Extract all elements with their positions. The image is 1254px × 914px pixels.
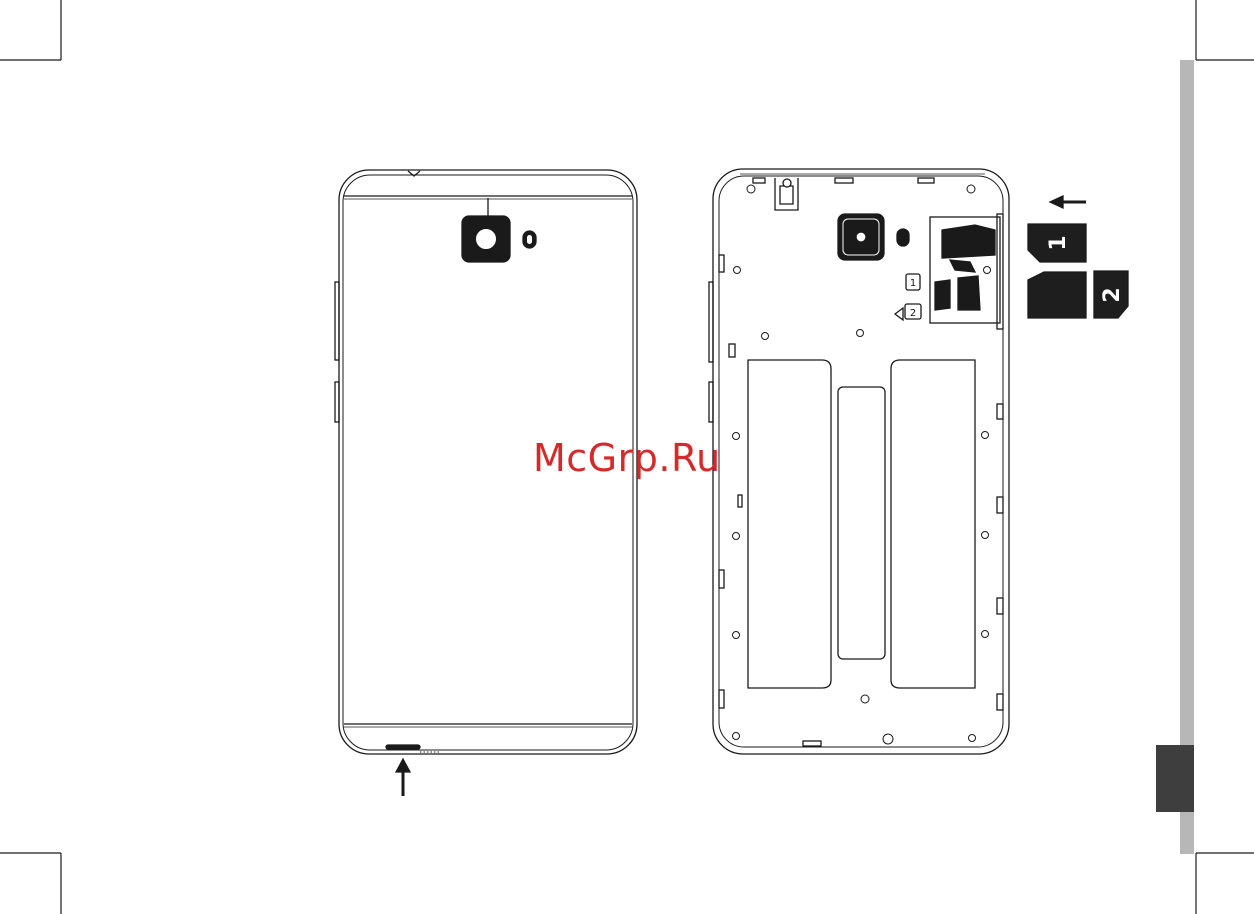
screw — [883, 734, 893, 744]
clip-bottom-1 — [803, 741, 821, 746]
screw — [967, 185, 975, 193]
sim-card-2-label: 2 — [1100, 287, 1125, 302]
screw — [969, 735, 976, 742]
inner-camera-lens — [856, 232, 866, 242]
watermark-text: McGrp.Ru — [533, 436, 721, 480]
screw — [982, 631, 989, 638]
clip-right-3 — [997, 598, 1003, 614]
screw — [733, 733, 740, 740]
volume-button-open — [709, 282, 713, 362]
clip-left-4 — [719, 570, 724, 588]
battery-panel-left — [748, 360, 831, 688]
clip-left-2 — [729, 344, 735, 357]
micro-sim-card — [1028, 272, 1086, 318]
battery-panel-right — [891, 360, 975, 688]
sim-slot-2-contacts — [935, 280, 950, 310]
insert-arrow-icon — [1050, 196, 1063, 208]
sim-slot-2-contacts-b — [958, 276, 980, 310]
screw — [762, 333, 769, 340]
clip-right-4 — [997, 694, 1003, 710]
slot-marker-1-label: 1 — [910, 278, 916, 289]
screw — [982, 532, 989, 539]
slot-triangle-icon — [895, 308, 903, 320]
clip-top-3 — [918, 178, 934, 183]
battery-panel-center — [838, 387, 885, 659]
screw — [733, 632, 740, 639]
sim-slot-1-notch — [950, 260, 975, 272]
inner-flash-icon — [897, 229, 909, 246]
slot-marker-2-label: 2 — [910, 308, 916, 319]
connector-screw — [783, 179, 791, 187]
screw — [984, 267, 991, 274]
clip-left-1 — [719, 255, 724, 272]
screw — [857, 330, 864, 337]
sim-card-1-label: 1 — [1046, 235, 1071, 250]
clip-top-1 — [753, 178, 765, 183]
clip-right-1 — [997, 404, 1003, 419]
clip-left-3 — [738, 495, 742, 507]
screw — [747, 185, 755, 193]
screw — [734, 267, 741, 274]
screw — [733, 433, 740, 440]
power-button-open — [709, 382, 713, 422]
screw — [861, 695, 869, 703]
screw — [982, 432, 989, 439]
sim-slot-1-contacts — [942, 225, 995, 258]
clip-right-2 — [997, 497, 1003, 513]
clip-left-5 — [719, 690, 724, 708]
screw — [733, 533, 740, 540]
clip-top-2 — [835, 178, 853, 183]
screws — [733, 185, 991, 744]
